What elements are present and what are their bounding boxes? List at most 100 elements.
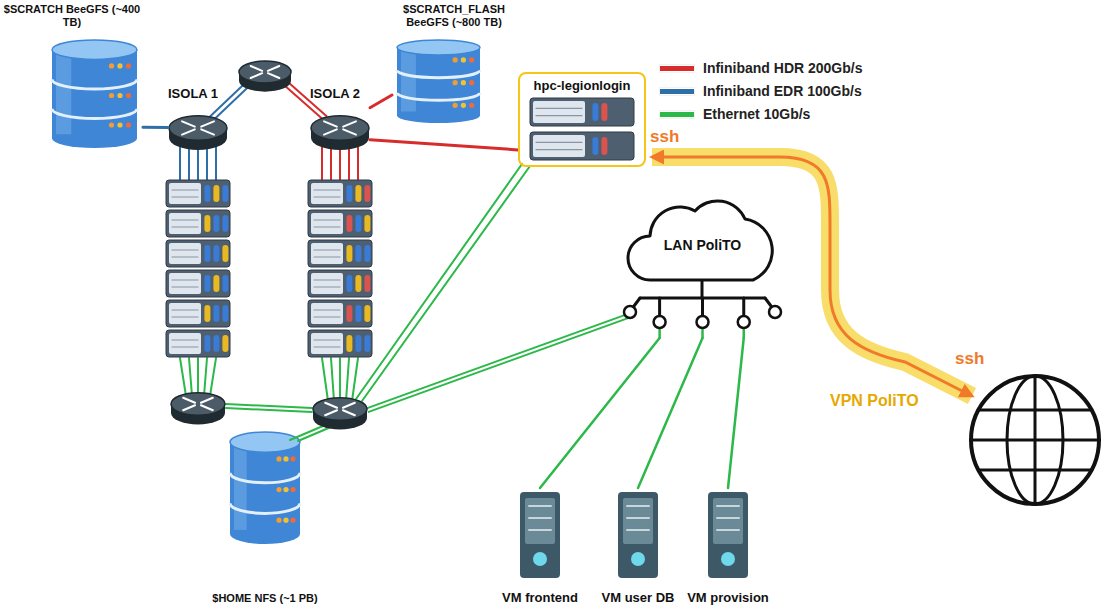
drive-slot	[314, 226, 340, 227]
vm-server: VM user DB	[595, 488, 681, 606]
network-cable	[321, 142, 323, 180]
legend-row: Ethernet 10Gb/s	[660, 106, 810, 122]
legend-swatch	[660, 65, 694, 72]
node-label: VM frontend	[502, 590, 578, 606]
server-case	[166, 270, 230, 297]
server-panel	[311, 303, 343, 324]
drive-slot	[314, 189, 340, 190]
status-pill	[601, 137, 607, 155]
hub-port	[654, 316, 666, 328]
drive-slot	[314, 316, 340, 317]
network-cable	[356, 164, 522, 399]
legend-text: Ethernet 10Gb/s	[703, 106, 810, 122]
protocol-label: ssh	[955, 349, 984, 369]
status-pill	[364, 245, 370, 262]
hub-wire	[742, 298, 745, 316]
status-pill	[364, 305, 370, 322]
network-cable	[215, 142, 217, 180]
power-light	[533, 552, 547, 566]
network-cable	[226, 408, 312, 412]
legend-text: Infiniband EDR 100Gb/s	[703, 83, 862, 99]
status-pill	[222, 335, 228, 352]
status-pill	[346, 185, 352, 202]
drive-slot	[172, 196, 198, 197]
status-pill	[355, 185, 361, 202]
router-arrow	[324, 121, 337, 126]
status-light	[117, 63, 122, 68]
vpn-label: VPN PoliTO	[830, 392, 919, 410]
drive-slot	[314, 219, 340, 220]
network-cable	[743, 328, 746, 338]
cylinder-shine	[56, 50, 71, 135]
status-pill	[346, 275, 352, 292]
network-link	[370, 140, 518, 150]
hub-port	[697, 316, 709, 328]
cylinder-body	[52, 50, 137, 148]
network-cable	[204, 358, 207, 396]
server-panel	[311, 333, 343, 354]
network-cable	[658, 328, 661, 338]
globe-outline	[971, 376, 1099, 504]
server-case	[308, 210, 372, 237]
drive-slot	[314, 339, 340, 340]
router-arrow	[201, 398, 213, 403]
status-pill	[222, 245, 228, 262]
network-cable	[197, 358, 199, 396]
drive-slot	[536, 149, 582, 150]
status-pill	[222, 185, 228, 202]
network-cable	[322, 358, 328, 401]
status-pill	[213, 305, 219, 322]
drive-slot	[536, 142, 582, 143]
cylinder-band	[230, 473, 300, 483]
server-unit	[308, 300, 372, 327]
router-arrow	[183, 405, 195, 410]
drive-slot	[536, 108, 582, 109]
status-light	[283, 518, 288, 523]
drive-slot	[536, 115, 582, 116]
drive-slot	[717, 517, 739, 519]
status-pill	[204, 305, 210, 322]
network-cable	[210, 358, 216, 396]
status-light	[469, 80, 474, 85]
tower-case	[708, 492, 748, 578]
status-pill	[364, 335, 370, 352]
storage-node: $HOME NFS (~1 PB)	[212, 430, 318, 605]
node-label: VM provision	[687, 590, 769, 606]
network-cable	[189, 358, 192, 396]
server-unit	[308, 240, 372, 267]
lan-cloud: LAN PoliTO	[620, 195, 785, 338]
server-case	[166, 180, 230, 207]
server-case	[530, 132, 634, 160]
router-arrow	[183, 398, 195, 403]
drive-slot	[172, 249, 198, 250]
status-pill	[355, 275, 361, 292]
status-light	[290, 456, 295, 461]
vm-tower	[520, 492, 560, 578]
server-unit	[166, 180, 230, 207]
status-pill	[355, 335, 361, 352]
router-arrow	[325, 403, 337, 408]
node-label: $SCRATCH_FLASH BeeGFS (~800 TB)	[392, 3, 516, 29]
status-pill	[364, 275, 370, 292]
globe-parallel	[979, 469, 1092, 472]
drive-slot	[314, 346, 340, 347]
drive-slot	[717, 529, 739, 531]
server-unit	[530, 98, 634, 126]
status-light	[117, 122, 122, 127]
globe-icon	[971, 376, 1099, 504]
status-pill	[204, 185, 210, 202]
vpn-tunnel	[652, 157, 972, 396]
network-cable	[367, 314, 627, 408]
router-top	[313, 398, 367, 421]
drive-slot	[172, 316, 198, 317]
drive-slot	[529, 517, 551, 519]
hub-wire	[765, 298, 771, 306]
status-light	[461, 57, 466, 62]
cylinder-body	[230, 442, 300, 544]
server-case	[308, 300, 372, 327]
cylinder-band	[52, 109, 137, 119]
server-unit	[166, 330, 230, 357]
drive-slot	[172, 256, 198, 257]
status-light	[276, 487, 281, 492]
